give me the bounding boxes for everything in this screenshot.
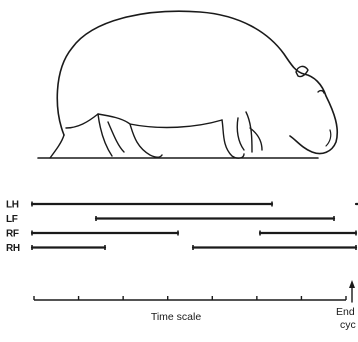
eye (318, 91, 324, 93)
cycle-end-marker: End cyc (336, 280, 356, 331)
limb-label-rh: RH (6, 243, 20, 254)
time-scale (34, 296, 346, 300)
mouth-line (326, 130, 331, 146)
cycle-end-arrow-head (349, 280, 355, 288)
limb-label-lf: LF (6, 214, 18, 225)
cycle-end-label-line1: End (336, 306, 355, 318)
hind-leg-right (98, 114, 162, 157)
limb-label-lh: LH (6, 200, 19, 211)
time-scale-label: Time scale (151, 311, 202, 323)
limb-footfall-rows: LH LF RF RH (6, 200, 358, 255)
hippopotamus-illustration (38, 11, 337, 158)
cycle-end-label-line2: cyc (340, 319, 356, 331)
belly-line (130, 120, 222, 127)
limb-label-rf: RF (6, 229, 19, 240)
front-legs (222, 112, 262, 158)
body-outline (57, 11, 337, 153)
